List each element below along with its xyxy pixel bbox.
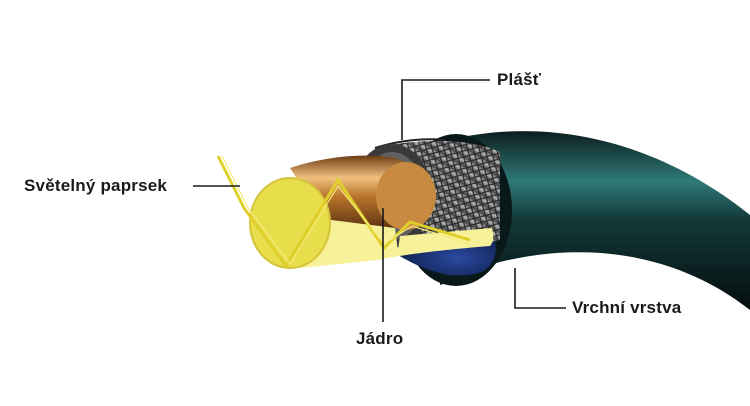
light-beam: [216, 155, 471, 269]
label-light-beam: Světelný paprsek: [24, 176, 168, 195]
label-outer-layer: Vrchní vrstva: [572, 298, 682, 317]
leader-outer-layer: [514, 268, 566, 309]
leader-cladding: [401, 79, 490, 140]
label-core: Jádro: [356, 329, 404, 348]
label-cladding: Plášť: [497, 70, 542, 89]
leader-lines: [193, 79, 566, 322]
light-cone: [268, 228, 494, 268]
